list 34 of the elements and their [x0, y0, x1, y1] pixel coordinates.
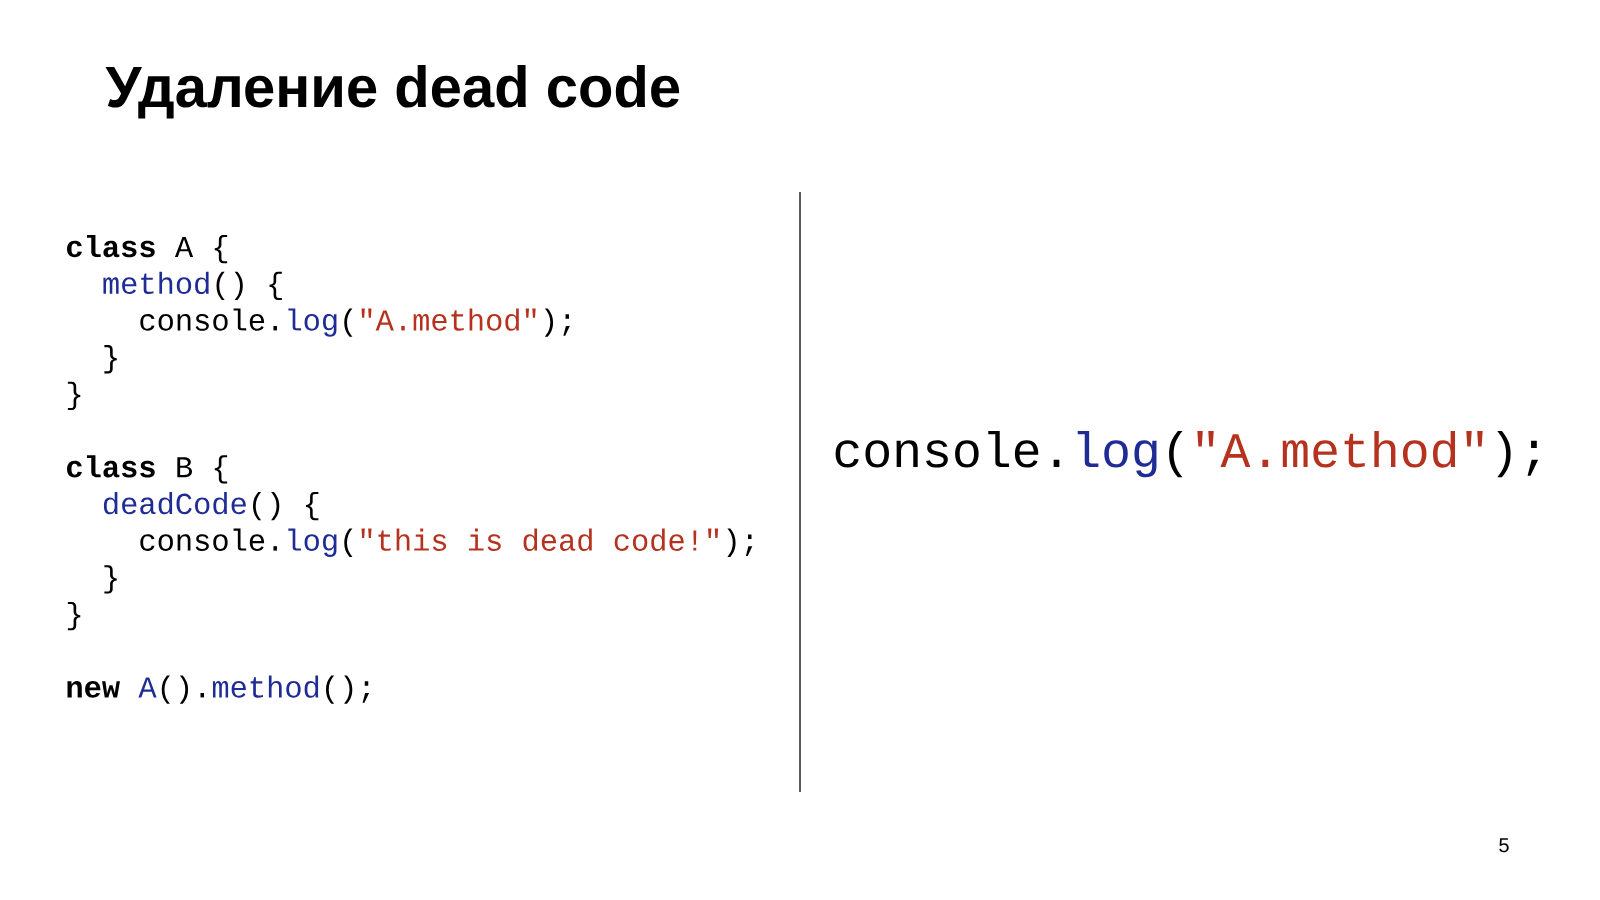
code-token: }	[67, 602, 81, 631]
code-token: "A.method"	[361, 308, 536, 331]
code-token: );	[1497, 430, 1539, 478]
code-token: "this is dead code!"	[361, 528, 719, 551]
code-token: ();	[326, 675, 370, 704]
code-token: log	[1077, 430, 1157, 478]
code-token: B {	[177, 455, 228, 484]
code-token: }	[104, 345, 117, 374]
code-token: (	[344, 528, 353, 557]
code-token: (	[1169, 430, 1183, 478]
code-token: "A.method"	[1197, 430, 1483, 468]
code-token: () {	[253, 491, 319, 521]
code-token: console.	[140, 528, 277, 551]
code-token: A	[138, 677, 157, 698]
code-token: method	[212, 675, 319, 698]
code-token: class	[67, 455, 155, 478]
code-token: deadCode	[103, 491, 246, 515]
code-token: method	[103, 271, 209, 295]
slide-title: Удаление dead code	[105, 64, 680, 119]
code-token: ().	[161, 675, 204, 704]
code-token: new	[67, 681, 120, 698]
page-number: 5	[1499, 838, 1509, 853]
code-token: log	[288, 308, 337, 337]
code-token: log	[288, 528, 337, 557]
code-token: console.	[140, 308, 277, 331]
code-token: (	[344, 308, 353, 337]
code-token: }	[67, 381, 81, 411]
code-token: () {	[216, 271, 282, 300]
code-token: A {	[174, 235, 228, 264]
code-token: );	[727, 528, 753, 557]
code-token: }	[104, 565, 117, 594]
code-token: );	[544, 308, 570, 337]
code-token: console.	[835, 430, 1060, 468]
code-token: class	[67, 235, 155, 258]
